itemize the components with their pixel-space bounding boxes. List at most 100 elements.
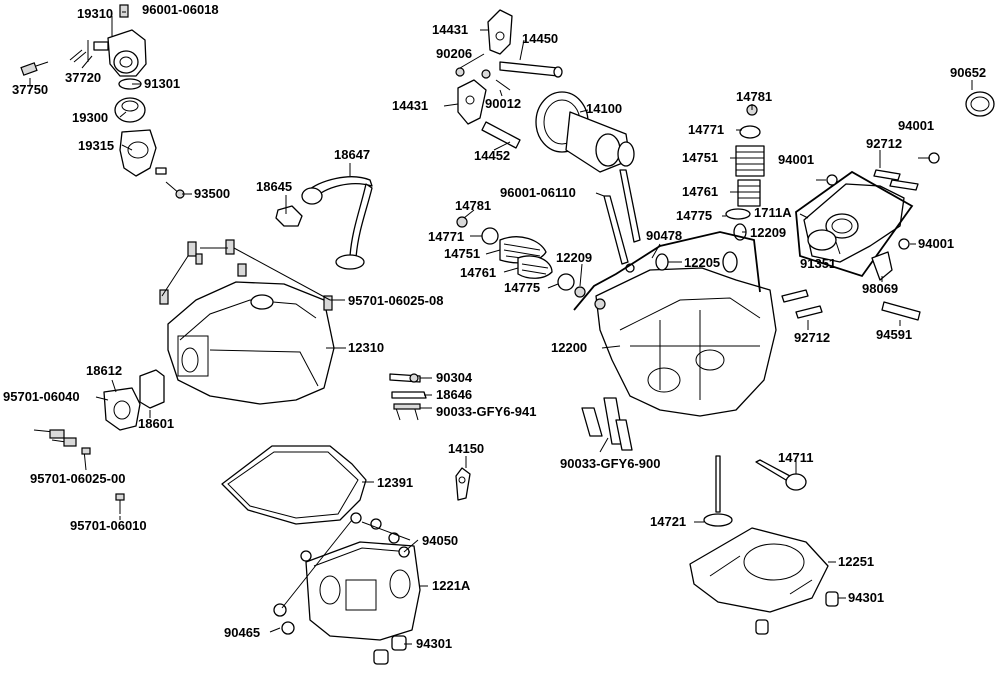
intake-manifold xyxy=(803,183,905,263)
dowel-pins-94301-right xyxy=(755,591,839,635)
nuts-94050 xyxy=(350,512,410,558)
camshaft-holder xyxy=(305,541,421,641)
label-1221a: 1221A xyxy=(432,578,471,593)
rocker-arm-mid xyxy=(457,79,487,125)
label-1711a: 1711A xyxy=(754,205,792,220)
label-94001-a: 94001 xyxy=(778,152,814,167)
rocker-shaft-14452 xyxy=(481,121,521,149)
label-12209-left: 12209 xyxy=(556,250,592,265)
label-14100: 14100 xyxy=(586,101,622,116)
cylinder-head-outline-frame xyxy=(573,231,761,311)
label-14775-left: 14775 xyxy=(504,280,540,295)
label-90033-gfy6-941: 90033-GFY6-941 xyxy=(436,404,536,419)
label-12391: 12391 xyxy=(377,475,413,490)
cylinder-head xyxy=(594,223,777,417)
label-14150: 14150 xyxy=(448,441,484,456)
label-93500: 93500 xyxy=(194,186,230,201)
label-14775-right: 14775 xyxy=(676,208,712,223)
label-14450: 14450 xyxy=(522,31,558,46)
rocker-arm-top xyxy=(487,9,513,55)
label-94050: 94050 xyxy=(422,533,458,548)
label-94001-c: 94001 xyxy=(918,236,954,251)
label-90652: 90652 xyxy=(950,65,986,80)
label-14721: 14721 xyxy=(650,514,686,529)
washers-90465 xyxy=(273,550,312,635)
label-90304: 90304 xyxy=(436,370,473,385)
label-12251: 12251 xyxy=(838,554,874,569)
label-94301-right: 94301 xyxy=(848,590,884,605)
cover-bolts xyxy=(159,239,333,311)
label-91301: 91301 xyxy=(144,76,180,91)
washer-18646 xyxy=(391,391,427,399)
bracket-94591 xyxy=(881,301,921,321)
cover-gasket xyxy=(221,445,367,525)
label-92712-bottom: 92712 xyxy=(794,330,830,345)
clamp-90652 xyxy=(965,91,995,117)
label-98069: 98069 xyxy=(862,281,898,296)
label-12209-right: 12209 xyxy=(750,225,786,240)
label-90478: 90478 xyxy=(646,228,682,243)
label-18601: 18601 xyxy=(138,416,174,431)
label-19310: 19310 xyxy=(77,6,113,21)
label-19300: 19300 xyxy=(72,110,108,125)
leader-lines xyxy=(29,11,973,645)
label-96001-06018: 96001-06018 xyxy=(142,2,219,17)
thermostat xyxy=(114,97,146,123)
label-14751-right: 14751 xyxy=(682,150,718,165)
label-18645: 18645 xyxy=(256,179,292,194)
rocker-shaft-14450 xyxy=(499,61,563,78)
intake-outline-frame xyxy=(795,170,914,278)
cylinder-head-cover xyxy=(167,281,335,405)
part-labels: 19310 96001-06018 37750 37720 91301 1930… xyxy=(3,2,986,651)
gasket-18645 xyxy=(275,205,303,227)
label-14761-right: 14761 xyxy=(682,184,718,199)
label-14781-left: 14781 xyxy=(455,198,491,213)
label-19315: 19315 xyxy=(78,138,114,153)
label-94301-bottom: 94301 xyxy=(416,636,452,651)
label-95701-06025-00: 95701-06025-00 xyxy=(30,471,125,486)
label-14781-right: 14781 xyxy=(736,89,772,104)
label-96001-06110: 96001-06110 xyxy=(500,185,576,200)
label-90033-gfy6-900: 90033-GFY6-900 xyxy=(560,456,660,471)
thermostat-cover xyxy=(119,129,167,177)
head-gasket xyxy=(689,527,829,613)
label-18612: 18612 xyxy=(86,363,122,378)
cover-plate-18612 xyxy=(103,387,141,431)
label-12310: 12310 xyxy=(348,340,384,355)
label-14431-top: 14431 xyxy=(432,22,468,37)
label-12205: 12205 xyxy=(684,255,720,270)
thermostat-housing xyxy=(87,4,147,77)
studs-96001-06110 xyxy=(603,169,641,273)
valve-spring-right xyxy=(725,104,765,220)
bolt-90012 xyxy=(495,79,511,91)
camshaft xyxy=(535,91,635,173)
gasket-18601 xyxy=(139,369,165,409)
label-14431-mid: 14431 xyxy=(392,98,428,113)
bolt-93500 xyxy=(165,181,185,199)
label-14771-left: 14771 xyxy=(428,229,464,244)
label-14452: 14452 xyxy=(474,148,510,163)
insulator-98069 xyxy=(871,251,893,281)
label-94591: 94591 xyxy=(876,327,912,342)
label-12200: 12200 xyxy=(551,340,587,355)
studs-92712 xyxy=(781,169,919,319)
label-90012: 90012 xyxy=(485,96,521,111)
label-37750: 37750 xyxy=(12,82,48,97)
label-37720: 37720 xyxy=(65,70,101,85)
label-14771-right: 14771 xyxy=(688,122,724,137)
label-95701-06025-08: 95701-06025-08 xyxy=(348,293,443,308)
decompressor-14150 xyxy=(455,467,471,501)
label-95701-06010: 95701-06010 xyxy=(70,518,147,533)
label-14751-left: 14751 xyxy=(444,246,480,261)
label-91351: 91351 xyxy=(800,256,836,271)
bolt-90304 xyxy=(389,373,421,383)
intake-valve xyxy=(703,455,733,527)
clip xyxy=(69,49,87,63)
label-92712-top: 92712 xyxy=(866,136,902,151)
label-14711: 14711 xyxy=(778,450,813,465)
temperature-sensor xyxy=(20,61,49,76)
breather-tube xyxy=(301,176,373,270)
valve-spring-left xyxy=(456,216,586,298)
label-94001-b: 94001 xyxy=(898,118,934,133)
